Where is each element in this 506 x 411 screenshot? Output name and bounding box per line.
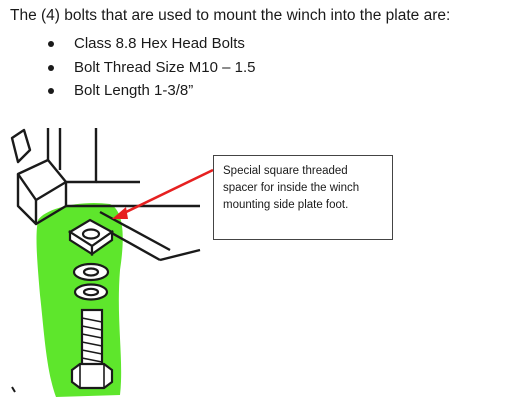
callout-line: Special square threaded [223, 165, 348, 177]
square-spacer-icon [67, 218, 115, 257]
intro-text: The (4) bolts that are used to mount the… [10, 7, 451, 24]
spec-item-length: Bolt Length 1-3/8” [46, 79, 256, 103]
callout-arrow [112, 168, 214, 219]
spec-item-class: Class 8.8 Hex Head Bolts [46, 32, 256, 56]
spacer-callout-box: Special square threaded spacer for insid… [213, 155, 393, 240]
edge-mark [11, 386, 16, 393]
bolt-spec-list: Class 8.8 Hex Head Bolts Bolt Thread Siz… [46, 32, 256, 103]
callout-line: spacer for inside the winch [223, 182, 360, 194]
hex-bolt-icon [70, 308, 114, 390]
callout-line: mounting side plate foot. [223, 199, 349, 211]
winch-foot-outline [10, 128, 201, 262]
spec-item-thread: Bolt Thread Size M10 – 1.5 [46, 56, 256, 80]
winch-bolt-drawing [10, 128, 214, 397]
washer-icon [72, 262, 110, 301]
